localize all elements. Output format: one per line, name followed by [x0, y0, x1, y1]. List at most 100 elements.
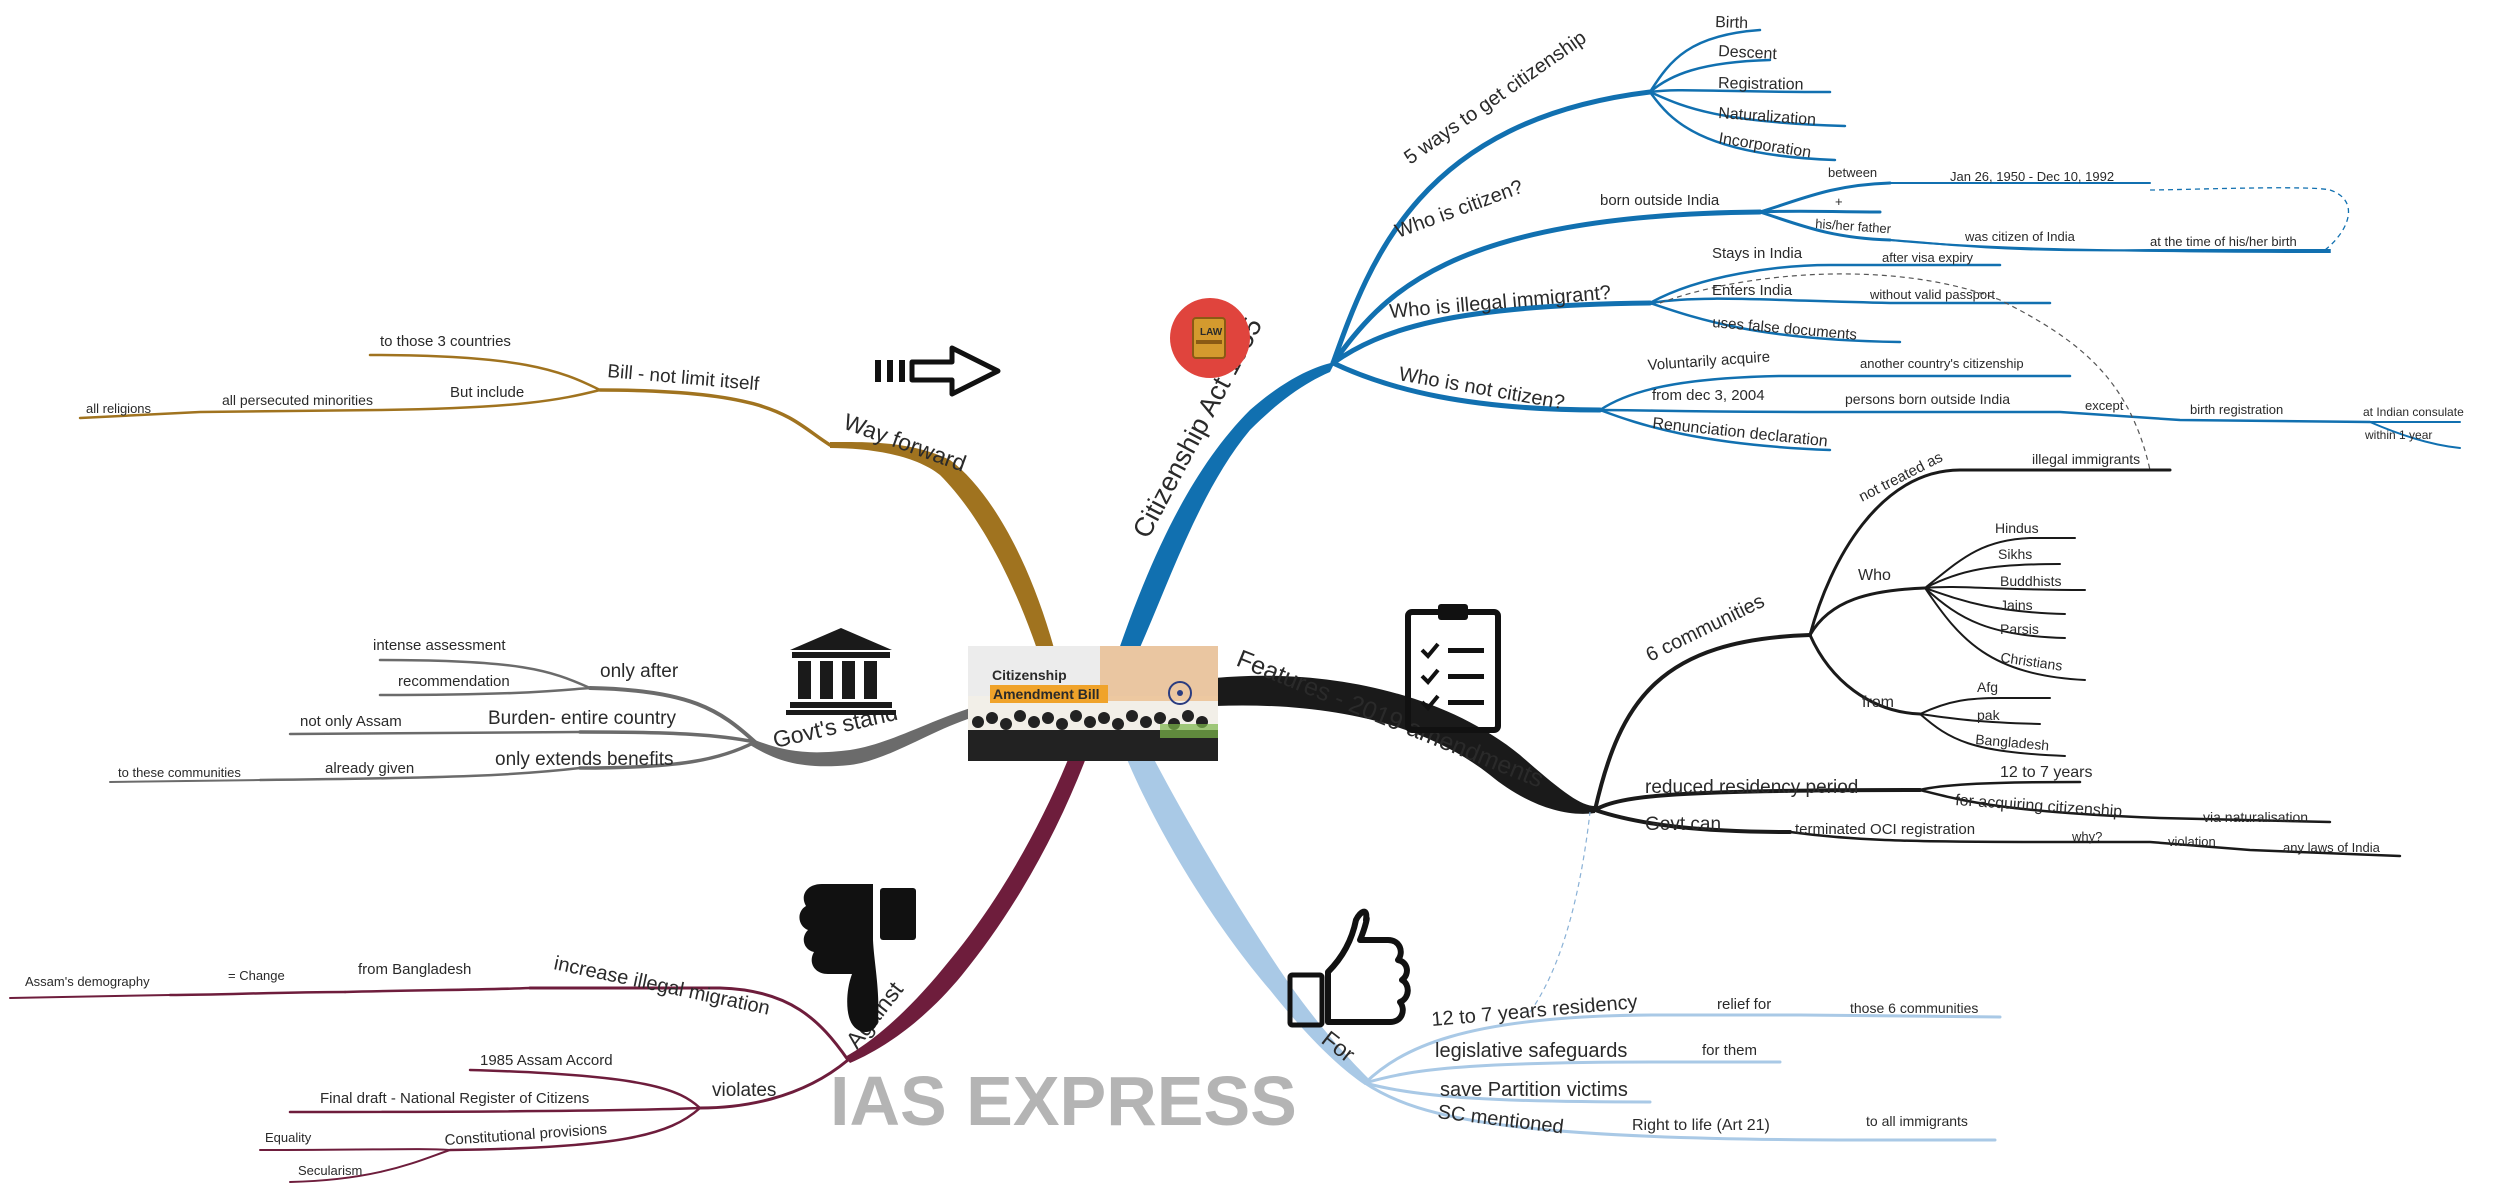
label-partition: save Partition victims [1440, 1079, 1628, 1101]
who-item: Sikhs [1998, 546, 2032, 562]
from-item: Bangladesh [1975, 731, 2050, 753]
arrow-right-icon [875, 345, 1001, 397]
five-ways-item: Incorporation [1717, 130, 1812, 161]
label-without-passport: without valid passport [1869, 287, 1995, 302]
center-topic[interactable]: Citizenship Amendment Bill [968, 646, 1218, 761]
dashed-link-citizen [2149, 187, 2350, 251]
who-item: Jains [2000, 597, 2033, 613]
label-increase: increase illegal migration [552, 952, 772, 1019]
who-item: Christians [2000, 649, 2064, 674]
label-nrc: Final draft - National Register of Citiz… [320, 1090, 589, 1107]
link-govt-can [1593, 808, 1792, 834]
label-change: = Change [228, 968, 285, 983]
label-right-life: Right to life (Art 21) [1632, 1117, 1770, 1134]
who-item: Parsis [2000, 621, 2039, 637]
checklist-clipboard-icon [1405, 604, 1501, 733]
trunk-way-forward[interactable] [830, 441, 1055, 652]
label-enters: Enters India [1712, 282, 1793, 299]
label-demography: Assam's demography [25, 974, 150, 989]
label-voluntarily: Voluntarily acquire [1647, 348, 1770, 374]
trunk-govt-stand[interactable] [750, 705, 980, 767]
label-only-after: only after [600, 661, 679, 682]
main-trunks [750, 362, 1595, 1085]
label-from: from [1862, 694, 1894, 711]
dashed-link-for-features [1529, 811, 1591, 1013]
label-extends: only extends benefits [495, 749, 674, 770]
who-item: Buddhists [2000, 573, 2061, 589]
five-ways-item: Birth [1715, 14, 1748, 32]
emblem-icon [1168, 681, 1192, 705]
trunk-against[interactable] [845, 742, 1092, 1063]
label-after-visa: after visa expiry [1882, 250, 1974, 265]
label-all-religions: all religions [86, 401, 152, 416]
dashed-connectors [1529, 187, 2350, 1013]
label-plus: + [1835, 194, 1843, 209]
from-item: Afg [1977, 679, 1998, 695]
label-years: 12 to 7 years [2000, 764, 2093, 781]
branch-govt-stand [109, 658, 757, 783]
label-except: except [2085, 398, 2124, 413]
center-title-line1: Citizenship [992, 667, 1067, 683]
label-persons-born: persons born outside India [1845, 391, 2010, 407]
label-not-treated: not treated as [1856, 449, 1945, 506]
label-false-docs: uses false documents [1712, 314, 1858, 344]
label-illegal: Who is illegal immigrant? [1389, 282, 1612, 323]
branch-way-forward [78, 353, 832, 447]
label-why: why? [2071, 829, 2102, 844]
label-all-immigrants: to all immigrants [1866, 1113, 1968, 1129]
label-at-time: at the time of his/her birth [2150, 234, 2297, 249]
label-equality: Equality [265, 1130, 312, 1145]
label-to-three: to those 3 countries [380, 333, 511, 350]
label-illegal-immigrants: illegal immigrants [2032, 451, 2140, 467]
label-not-citizen: Who is not citizen? [1397, 363, 1566, 414]
label-between: between [1828, 165, 1877, 180]
label-residency: 12 to 7 years residency [1431, 991, 1639, 1031]
label-violation: violation [2168, 834, 2216, 849]
label-sc: SC mentioned [1436, 1101, 1564, 1138]
label-renunciation: Renunciation declaration [1652, 415, 1829, 450]
branch-against [9, 986, 850, 1183]
thumbs-up-icon [1287, 908, 1411, 1028]
link-five-ways [1330, 89, 1653, 366]
label-relief: relief for [1717, 996, 1771, 1013]
branch-features [1593, 468, 2402, 858]
label-dates: Jan 26, 1950 - Dec 10, 1992 [1950, 169, 2114, 184]
label-birth-reg: birth registration [2190, 402, 2283, 417]
label-for-acquiring: for acquiring citizenship [1955, 792, 2123, 821]
label-five-ways: 5 ways to get citizenship [1400, 27, 1590, 169]
label-recommendation: recommendation [398, 673, 510, 690]
label-safeguards: legislative safeguards [1435, 1040, 1627, 1062]
link-not-citizen [1330, 360, 1603, 413]
label-secularism: Secularism [298, 1163, 362, 1178]
label-via: via naturalisation [2203, 809, 2308, 825]
trunk-for[interactable] [1120, 742, 1368, 1085]
trunk-citizenship-act[interactable] [1118, 362, 1335, 652]
label-within-year: within 1 year [2364, 428, 2432, 442]
label-not-only: not only Assam [300, 713, 402, 730]
label-intense: intense assessment [373, 637, 506, 654]
label-already: already given [325, 760, 414, 777]
label-was-citizen: was citizen of India [1964, 229, 2076, 244]
dashed-link-illegal [1659, 273, 2151, 471]
label-reduced: reduced residency period [1645, 777, 1858, 798]
label-at-consulate: at Indian consulate [2363, 405, 2464, 419]
link-six-communities [1593, 633, 1812, 812]
watermark: IAS EXPRESS [830, 1062, 1297, 1140]
label-to-these: to these communities [118, 765, 241, 780]
label-for-them: for them [1702, 1042, 1757, 1059]
label-father: his/her father [1815, 216, 1892, 236]
trunk-features[interactable] [1215, 675, 1595, 814]
label-but-include: But include [450, 384, 524, 401]
link-illegal [1330, 300, 1653, 366]
branch-for [1363, 1013, 2002, 1142]
label-another-country: another country's citizenship [1860, 356, 2024, 371]
label-govt-can: Govt can [1645, 814, 1721, 835]
label-from-bd: from Bangladesh [358, 961, 471, 978]
branch-citizenship-act [1330, 28, 2461, 452]
link-who-citizen [1330, 209, 1763, 366]
label-terminated: terminated OCI registration [1795, 821, 1975, 838]
label-accord: 1985 Assam Accord [480, 1052, 613, 1069]
five-ways-item: Registration [1718, 75, 1804, 93]
thumbs-down-icon [799, 884, 916, 1032]
